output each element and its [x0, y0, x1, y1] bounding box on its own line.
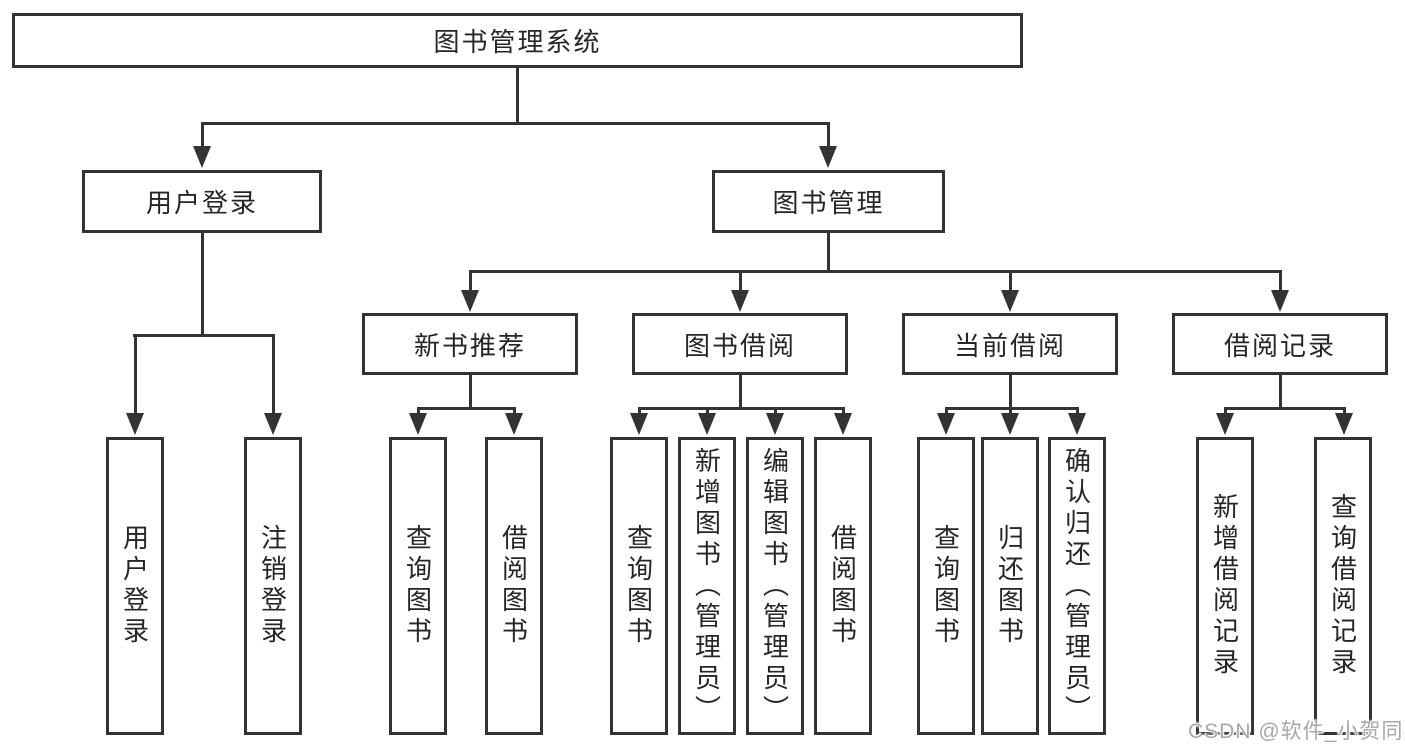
connector-drop-borrowing-records — [1279, 270, 1282, 291]
arrowhead-down-icon — [766, 413, 784, 435]
connector-drop-user-login — [201, 122, 204, 148]
connector-drop — [1224, 407, 1227, 415]
connector-drop — [842, 407, 845, 415]
node-label: 新增借阅记录 — [1209, 493, 1240, 679]
arrowhead-down-icon — [461, 290, 479, 312]
connector-drop — [1009, 407, 1012, 415]
arrowhead-down-icon — [126, 413, 144, 435]
node-new-book-recommend: 新书推荐 — [362, 313, 578, 375]
connector-user-login-stem — [201, 233, 204, 337]
node-label: 图书借阅 — [683, 330, 796, 361]
node-label: 查询图书 — [402, 524, 433, 648]
connector-borrowing-stem — [739, 375, 742, 410]
node-add-borrow-record: 新增借阅记录 — [1196, 437, 1254, 735]
node-query-books-borrowing: 查询图书 — [610, 437, 668, 735]
node-label: 借阅图书 — [498, 524, 529, 648]
node-label: 图书管理 — [772, 188, 885, 218]
arrowhead-down-icon — [1001, 290, 1019, 312]
watermark-text: CSDN @软件_小贺同学 — [1188, 720, 1405, 743]
connector-drop-logout-leaf — [272, 334, 275, 414]
node-user-login-leaf: 用户登录 — [106, 437, 164, 735]
node-borrow-books-leaf: 借阅图书 — [814, 437, 872, 735]
node-book-management: 图书管理 — [712, 170, 945, 233]
arrowhead-down-icon — [1271, 290, 1289, 312]
arrowhead-down-icon — [409, 413, 427, 435]
arrowhead-down-icon — [264, 413, 282, 435]
connector-recommend-stem — [469, 375, 472, 410]
node-label: 当前借阅 — [953, 330, 1066, 361]
connector-user-login-splitter — [133, 334, 275, 337]
node-label: 确认归还（管理员） — [1061, 446, 1092, 726]
connector-drop — [945, 407, 948, 415]
connector-current-stem — [1009, 375, 1012, 410]
connector-book-management-stem — [827, 233, 830, 273]
node-label: 编辑图书（管理员） — [759, 446, 790, 726]
connector-recommend-splitter — [417, 407, 516, 410]
connector-borrowing-splitter — [638, 407, 845, 410]
node-label: 用户登录 — [145, 188, 258, 218]
connector-drop — [706, 407, 709, 415]
connector-drop — [417, 407, 420, 415]
node-label: 注销登录 — [257, 524, 288, 648]
node-edit-books-admin: 编辑图书（管理员） — [746, 437, 804, 735]
node-confirm-return-admin: 确认归还（管理员） — [1048, 437, 1106, 735]
arrowhead-down-icon — [937, 413, 955, 435]
connector-records-stem — [1279, 375, 1282, 410]
connector-level2-splitter — [201, 122, 830, 125]
arrowhead-down-icon — [698, 413, 716, 435]
connector-drop-new-book-recommend — [469, 270, 472, 291]
connector-level3-splitter — [469, 270, 1282, 273]
arrowhead-down-icon — [834, 413, 852, 435]
arrowhead-down-icon — [819, 146, 837, 168]
node-logout-leaf: 注销登录 — [244, 437, 302, 735]
connector-drop — [638, 407, 641, 415]
node-label: 新书推荐 — [413, 330, 526, 361]
connector-records-splitter — [1224, 407, 1346, 410]
arrowhead-down-icon — [630, 413, 648, 435]
connector-current-splitter — [945, 407, 1079, 410]
node-borrow-books-recommend: 借阅图书 — [485, 437, 543, 735]
connector-drop — [1076, 407, 1079, 415]
node-return-books: 归还图书 — [981, 437, 1039, 735]
node-label: 图书管理系统 — [433, 27, 602, 57]
node-current-borrowing: 当前借阅 — [902, 313, 1118, 375]
connector-drop — [774, 407, 777, 415]
connector-root-stem — [516, 68, 519, 125]
connector-drop-current-borrowing — [1009, 270, 1012, 291]
node-label: 用户登录 — [119, 524, 150, 648]
arrowhead-down-icon — [1216, 413, 1234, 435]
node-add-books-admin: 新增图书（管理员） — [678, 437, 736, 735]
node-label: 借阅图书 — [827, 524, 858, 648]
node-library-management-system: 图书管理系统 — [12, 13, 1023, 68]
node-book-borrowing: 图书借阅 — [632, 313, 848, 375]
connector-drop-book-borrowing — [739, 270, 742, 291]
node-label: 查询借阅记录 — [1327, 493, 1358, 679]
node-query-books-recommend: 查询图书 — [389, 437, 447, 735]
connector-drop-user-login-leaf — [134, 334, 137, 414]
connector-drop-book-management — [827, 122, 830, 148]
arrowhead-down-icon — [1001, 413, 1019, 435]
node-label: 新增图书（管理员） — [691, 446, 722, 726]
arrowhead-down-icon — [1068, 413, 1086, 435]
node-query-books-current: 查询图书 — [917, 437, 975, 735]
connector-drop — [1343, 407, 1346, 415]
arrowhead-down-icon — [1335, 413, 1353, 435]
arrowhead-down-icon — [193, 146, 211, 168]
arrowhead-down-icon — [505, 413, 523, 435]
node-borrowing-records: 借阅记录 — [1172, 313, 1388, 375]
node-label: 查询图书 — [623, 524, 654, 648]
arrowhead-down-icon — [731, 290, 749, 312]
node-label: 借阅记录 — [1223, 330, 1336, 361]
node-label: 归还图书 — [994, 524, 1025, 648]
connector-drop — [513, 407, 516, 415]
node-user-login: 用户登录 — [82, 170, 322, 233]
node-label: 查询图书 — [930, 524, 961, 648]
node-query-borrow-record: 查询借阅记录 — [1314, 437, 1372, 735]
